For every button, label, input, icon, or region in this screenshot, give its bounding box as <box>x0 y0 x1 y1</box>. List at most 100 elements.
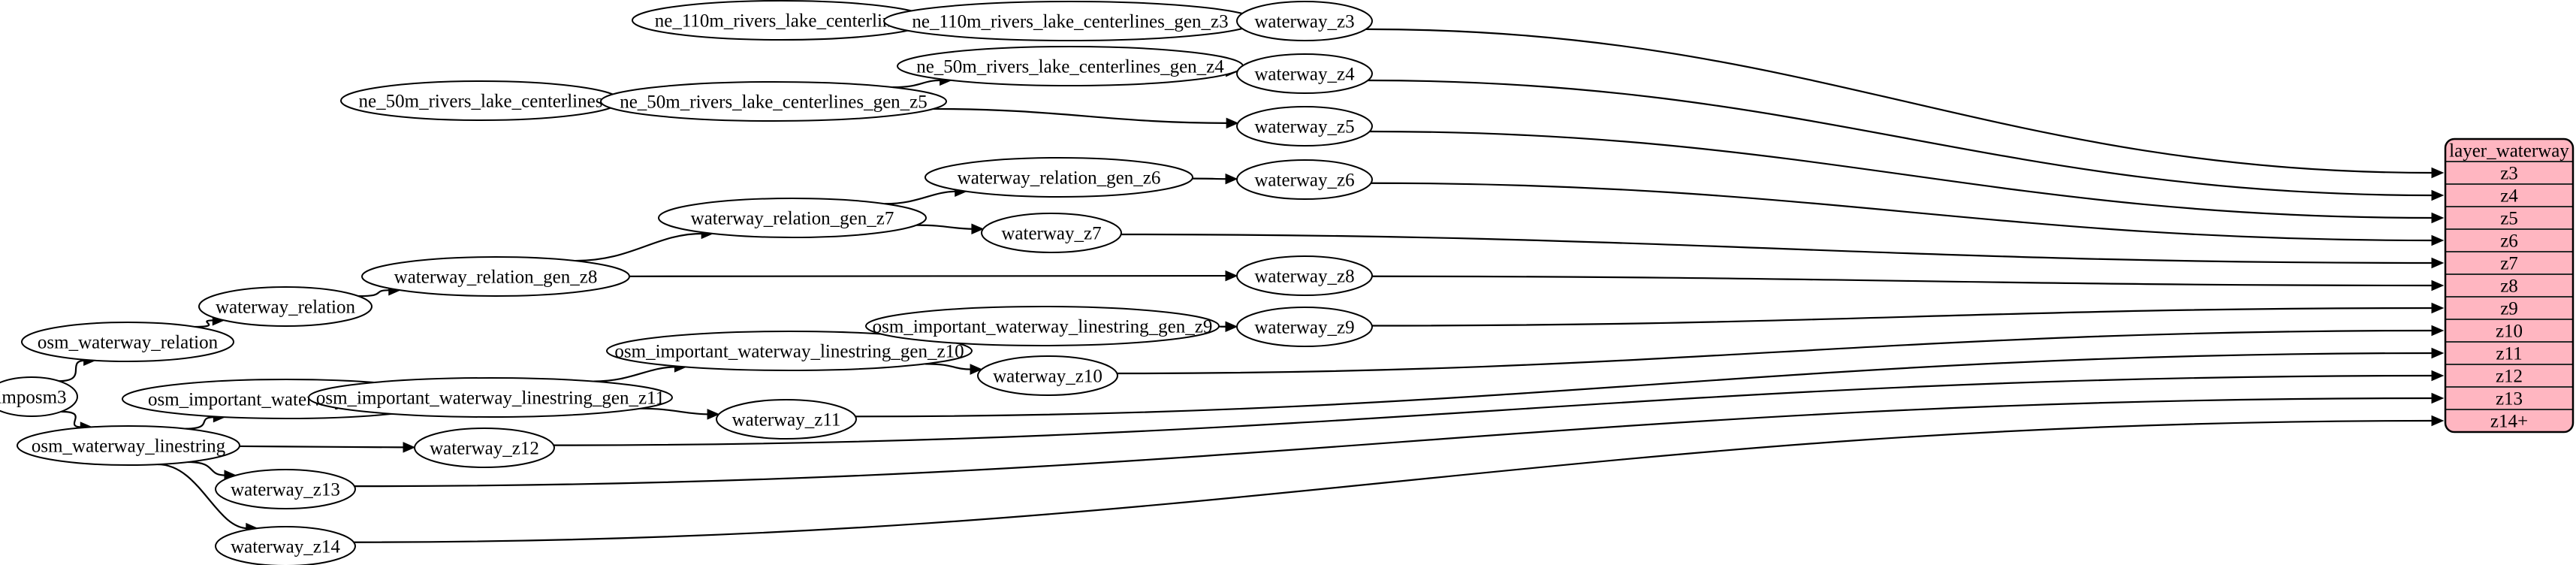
edge-arrowhead <box>707 409 720 420</box>
record-row-z6[interactable] <box>2445 228 2573 252</box>
record-header-cell <box>2445 139 2573 162</box>
node-ellipse-osm_waterway_relation <box>21 322 234 362</box>
graph-node-waterway_z7[interactable]: waterway_z7 <box>981 213 1122 253</box>
node-ellipse-osm_important_waterway_linestring_gen_z9 <box>865 306 1220 346</box>
edge-arrowhead <box>1225 321 1238 333</box>
node-ellipse-osm_important_waterway_linestring_gen_z11 <box>308 377 673 418</box>
graph-edge-waterway_z10-to-layer_waterway-z10 <box>1117 329 2434 375</box>
node-ellipse-waterway_z14 <box>215 526 356 565</box>
graph-node-waterway_relation[interactable]: waterway_relation <box>198 286 373 327</box>
edge-arrowhead <box>2431 392 2445 404</box>
node-ellipse-waterway_z3 <box>1236 1 1373 41</box>
graph-node-ne_110m_rivers_lake_centerlines_gen_z3[interactable]: ne_110m_rivers_lake_centerlines_gen_z3 <box>883 1 1257 41</box>
edge-arrowhead <box>2431 347 2445 359</box>
record-row-z13[interactable] <box>2445 386 2573 410</box>
node-ellipse-waterway_relation_gen_z6 <box>925 157 1193 198</box>
graph-edge-osm_important_waterway_linestring_gen_z11-to-waterway_z11 <box>640 407 710 415</box>
graph-node-ne_50m_rivers_lake_centerlines_gen_z4[interactable]: ne_50m_rivers_lake_centerlines_gen_z4 <box>897 46 1244 86</box>
node-ellipse-ne_110m_rivers_lake_centerlines_gen_z3 <box>883 1 1257 41</box>
graph-edge-waterway_z3-to-layer_waterway-z3 <box>1365 28 2434 174</box>
edge-arrowhead <box>2431 415 2445 427</box>
edge-arrowhead <box>971 223 985 234</box>
graph-edge-waterway_z5-to-layer_waterway-z5 <box>1369 130 2434 219</box>
graph-node-waterway_z6[interactable]: waterway_z6 <box>1236 159 1373 200</box>
record-row-z12[interactable] <box>2445 364 2573 388</box>
graph-node-waterway_z8[interactable]: waterway_z8 <box>1236 255 1373 296</box>
graph-edge-imposm3-to-osm_waterway_linestring <box>61 410 83 428</box>
edge-arrowhead <box>2431 234 2445 246</box>
graph-node-waterway_relation_gen_z8[interactable]: waterway_relation_gen_z8 <box>361 256 630 297</box>
edge-arrowhead <box>970 364 983 375</box>
node-ellipse-waterway_z5 <box>1236 106 1373 147</box>
node-ellipse-waterway_z6 <box>1236 159 1373 200</box>
graph-edge-waterway_z9-to-layer_waterway-z9 <box>1371 307 2434 327</box>
graph-node-waterway_z13[interactable]: waterway_z13 <box>215 469 356 509</box>
graph-node-waterway_relation_gen_z7[interactable]: waterway_relation_gen_z7 <box>658 198 927 238</box>
edge-arrowhead <box>1225 173 1238 185</box>
record-row-z7[interactable] <box>2445 251 2573 275</box>
graph-edge-ne_50m_rivers_lake_centerlines_gen_z5-to-waterway_z5 <box>933 107 1229 124</box>
node-ellipse-osm_important_waterway_linestring_gen_z10 <box>606 331 973 371</box>
graph-node-osm_waterway_relation[interactable]: osm_waterway_relation <box>21 322 234 362</box>
graph-edge-waterway_relation_gen_z7-to-waterway_z7 <box>916 224 973 230</box>
graph-node-ne_50m_rivers_lake_centerlines_gen_z5[interactable]: ne_50m_rivers_lake_centerlines_gen_z5 <box>600 81 947 122</box>
graph-edge-waterway_z11-to-layer_waterway-z11 <box>855 352 2434 418</box>
graph-edge-waterway_relation_gen_z7-to-waterway_relation_gen_z6 <box>885 190 957 205</box>
record-row-z10[interactable] <box>2445 319 2573 343</box>
node-ellipse-waterway_relation <box>198 286 373 327</box>
graph-edge-ne_50m_rivers_lake_centerlines_gen_z5-to-ne_50m_rivers_lake_centerlines_gen_z4 <box>892 79 942 89</box>
record-row-z4[interactable] <box>2445 183 2573 207</box>
graph-node-waterway_z5[interactable]: waterway_z5 <box>1236 106 1373 147</box>
graph-edge-waterway_z4-to-layer_waterway-z4 <box>1368 79 2434 197</box>
node-ellipse-osm_waterway_linestring <box>17 425 240 466</box>
edges-layer <box>59 15 2445 543</box>
record-row-z9[interactable] <box>2445 296 2573 320</box>
graph-edge-osm_important_waterway_linestring_gen_z11-to-osm_important_waterway_linestring_gen_z10 <box>593 366 677 382</box>
record-node-layer-waterway[interactable]: layer_waterwayz3z4z5z6z7z8z9z10z11z12z13… <box>2444 137 2574 434</box>
node-ellipse-ne_50m_rivers_lake_centerlines_gen_z4 <box>897 46 1244 86</box>
node-ellipse-waterway_relation_gen_z8 <box>361 256 630 297</box>
record-row-z5[interactable] <box>2445 206 2573 230</box>
graph-node-waterway_z12[interactable]: waterway_z12 <box>414 428 555 468</box>
node-ellipse-waterway_z12 <box>414 428 555 468</box>
node-ellipse-waterway_z7 <box>981 213 1122 253</box>
graph-node-waterway_z3[interactable]: waterway_z3 <box>1236 1 1373 41</box>
graph-edge-waterway_relation-to-waterway_relation_gen_z8 <box>358 289 391 298</box>
graph-edge-osm_waterway_linestring-to-waterway_z12 <box>239 445 406 449</box>
node-ellipse-ne_50m_rivers_lake_centerlines_gen_z5 <box>600 81 947 122</box>
graph-node-waterway_z10[interactable]: waterway_z10 <box>977 355 1118 396</box>
graph-node-ne_50m_rivers_lake_centerlines[interactable]: ne_50m_rivers_lake_centerlines <box>340 80 621 121</box>
graph-edge-osm_waterway_linestring-to-waterway_z14 <box>158 463 248 530</box>
graph-node-waterway_z9[interactable]: waterway_z9 <box>1236 307 1373 347</box>
node-ellipse-waterway_z4 <box>1236 53 1373 94</box>
node-ellipse-ne_50m_rivers_lake_centerlines <box>340 80 621 121</box>
record-row-z3[interactable] <box>2445 161 2573 185</box>
node-ellipse-waterway_z9 <box>1236 307 1373 347</box>
record-row-z11[interactable] <box>2445 341 2573 365</box>
graph-edge-osm_waterway_linestring-to-waterway_z13 <box>188 461 226 476</box>
record-node-layer: layer_waterwayz3z4z5z6z7z8z9z10z11z12z13… <box>2444 137 2574 434</box>
graph-edge-waterway_z14-to-layer_waterway-z14+ <box>354 419 2434 543</box>
graph-node-waterway_z4[interactable]: waterway_z4 <box>1236 53 1373 94</box>
graph-node-osm_important_waterway_linestring_gen_z9[interactable]: osm_important_waterway_linestring_gen_z9 <box>865 306 1220 346</box>
edge-arrowhead <box>2431 257 2445 269</box>
graph-edge-waterway_z7-to-layer_waterway-z7 <box>1121 233 2434 264</box>
graph-node-osm_waterway_linestring[interactable]: osm_waterway_linestring <box>17 425 240 466</box>
edge-arrowhead <box>1226 117 1239 129</box>
node-ellipse-waterway_z13 <box>215 469 356 509</box>
graph-node-imposm3[interactable]: imposm3 <box>0 376 78 417</box>
graph-edge-waterway_relation_gen_z8-to-waterway_relation_gen_z7 <box>575 232 704 262</box>
graph-node-waterway_relation_gen_z6[interactable]: waterway_relation_gen_z6 <box>925 157 1193 198</box>
graph-node-osm_important_waterway_linestring_gen_z11[interactable]: osm_important_waterway_linestring_gen_z1… <box>308 377 673 418</box>
graph-node-waterway_z14[interactable]: waterway_z14 <box>215 526 356 565</box>
record-row-z8[interactable] <box>2445 273 2573 298</box>
record-row-z14+[interactable] <box>2445 409 2573 432</box>
edge-arrowhead <box>2431 212 2445 224</box>
graph-node-waterway_z11[interactable]: waterway_z11 <box>716 399 857 440</box>
graph-edge-osm_waterway_relation-to-waterway_relation <box>195 319 215 328</box>
node-ellipse-waterway_z8 <box>1236 255 1373 296</box>
edge-arrowhead <box>1225 270 1238 282</box>
edge-arrowhead <box>2431 279 2445 292</box>
